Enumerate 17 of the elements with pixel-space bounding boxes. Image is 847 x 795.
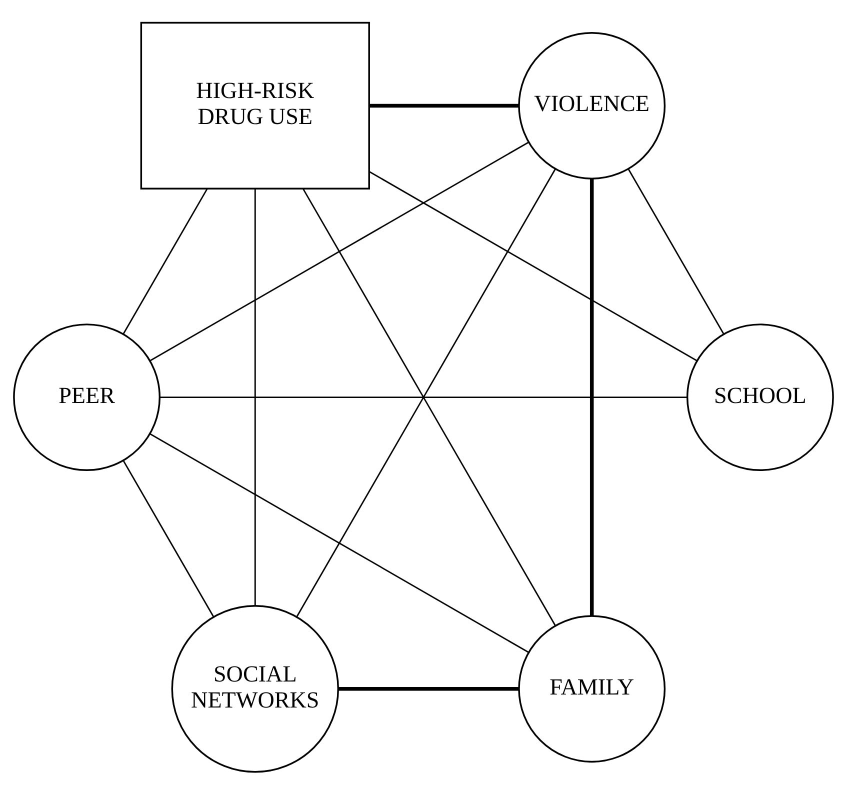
node-circle: SCHOOL [686,324,834,472]
node-circle: SOCIAL NETWORKS [171,605,340,773]
connector [338,687,519,691]
node-circle: PEER [13,324,161,472]
connector [368,170,698,362]
node-circle: FAMILY [518,615,666,763]
node-circle: VIOLENCE [518,32,666,180]
connector [150,433,530,654]
connector [254,189,256,606]
node-box: HIGH-RISK DRUG USE [140,22,370,190]
connector [370,104,519,108]
connector [628,168,724,334]
connector [160,396,687,398]
connector [590,178,594,616]
connector [122,460,214,617]
connector [150,142,530,362]
connector [122,188,208,334]
